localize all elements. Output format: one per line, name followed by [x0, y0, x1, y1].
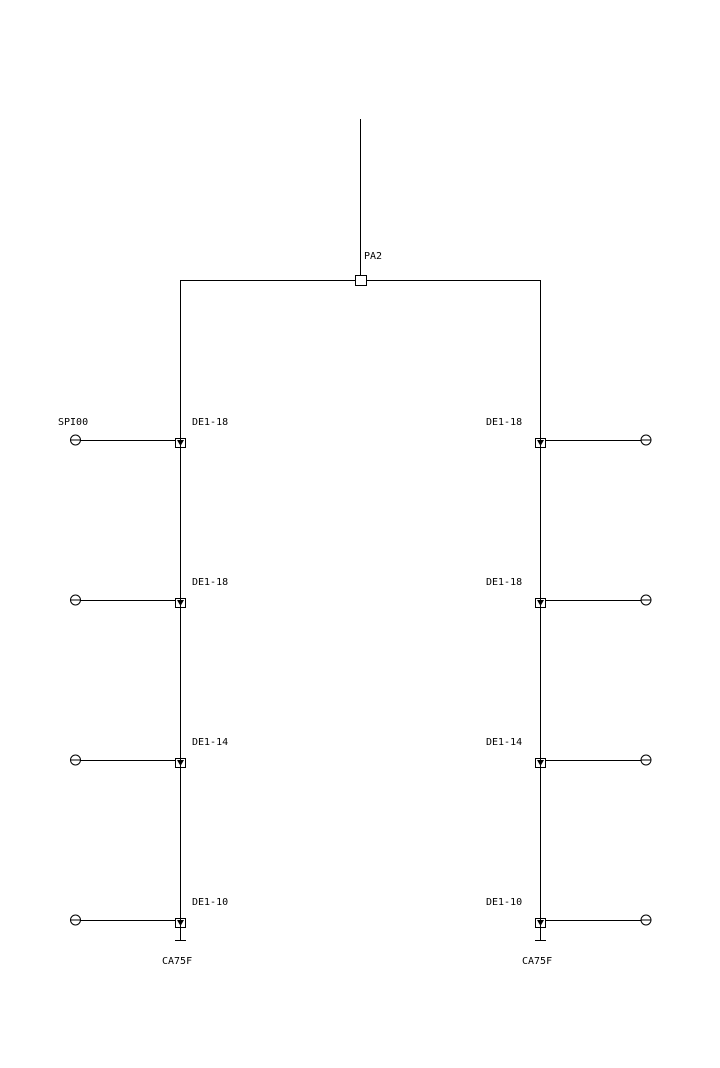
right-tap-4 — [535, 918, 641, 928]
terminator-label: CA75F — [522, 956, 552, 967]
tap-marker — [177, 440, 184, 446]
tap-marker — [177, 600, 184, 606]
tap-box — [175, 598, 186, 608]
outlet-left-1 — [70, 434, 81, 446]
tap-marker — [537, 600, 544, 606]
outlet-right-3 — [640, 754, 652, 766]
left-tap-1 — [80, 438, 186, 448]
tap-box — [175, 918, 186, 928]
tap-label: DE1-14 — [486, 737, 522, 748]
tap-label: DE1-10 — [486, 897, 522, 908]
outlet-left-2 — [70, 594, 81, 606]
tap-marker — [177, 920, 184, 926]
right-tap-3 — [535, 758, 641, 768]
right-tap-1 — [535, 438, 641, 448]
tap-box — [535, 758, 546, 768]
splitter-label: PA2 — [364, 251, 382, 262]
tap-label: DE1-10 — [192, 897, 228, 908]
tap-label: DE1-14 — [192, 737, 228, 748]
tap-box — [175, 438, 186, 448]
tap-label: DE1-18 — [486, 577, 522, 588]
outlet-label: SPI00 — [58, 417, 88, 428]
tap-box — [535, 438, 546, 448]
outlet-left-3 — [70, 754, 81, 766]
terminator-label: CA75F — [162, 956, 192, 967]
splitter-pa2-box — [355, 275, 367, 286]
tap-marker — [537, 440, 544, 446]
left-tap-4 — [80, 918, 186, 928]
tap-label: DE1-18 — [192, 577, 228, 588]
tap-box — [535, 598, 546, 608]
tap-box — [175, 758, 186, 768]
left-tap-2 — [80, 598, 186, 608]
tap-marker — [177, 760, 184, 766]
right-tap-2 — [535, 598, 641, 608]
outlet-right-2 — [640, 594, 652, 606]
tap-label: DE1-18 — [192, 417, 228, 428]
outlet-left-4 — [70, 914, 81, 926]
tap-marker — [537, 920, 544, 926]
tap-label: DE1-18 — [486, 417, 522, 428]
left-tap-3 — [80, 758, 186, 768]
tap-box — [535, 918, 546, 928]
outlet-right-1 — [640, 434, 652, 446]
outlet-right-4 — [640, 914, 652, 926]
tap-marker — [537, 760, 544, 766]
